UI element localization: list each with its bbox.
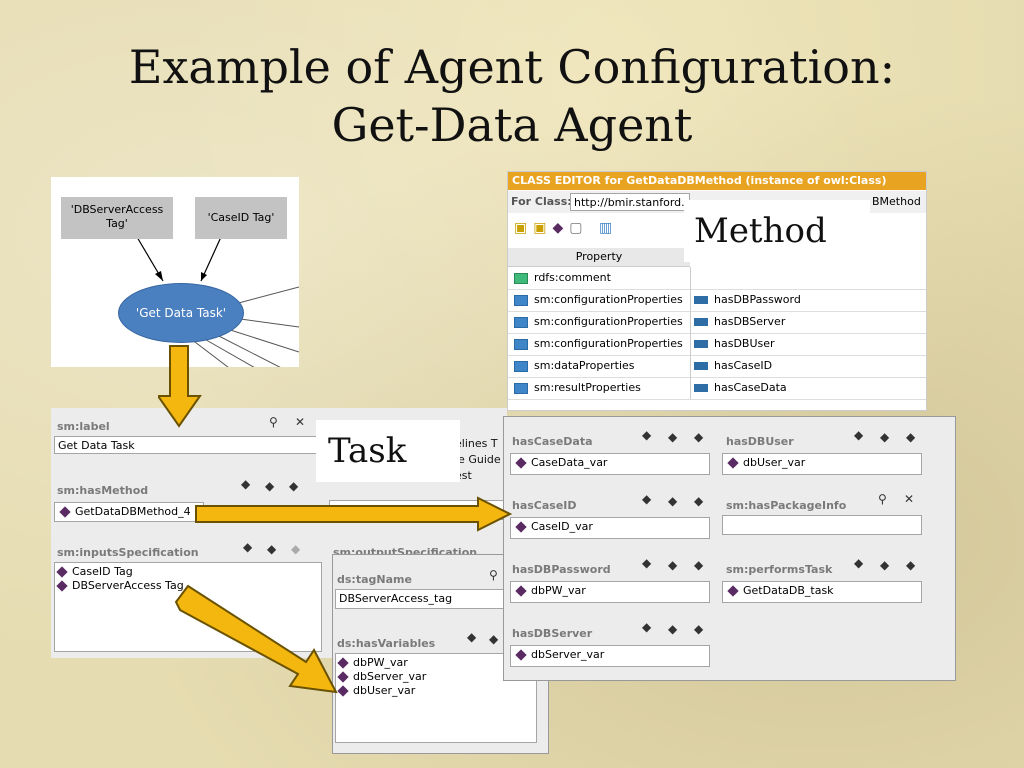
close-icon[interactable]: ✕ [295, 415, 306, 429]
create-class-icon[interactable]: ▣ [514, 220, 534, 236]
remove-value-icon[interactable]: ◆ [694, 430, 704, 444]
create-instance-icon[interactable]: ◆ [642, 428, 652, 442]
has-db-user-title: hasDBUser [726, 435, 794, 448]
add-value-icon[interactable]: ◆ [880, 558, 890, 572]
list-item[interactable]: dbPW_var [336, 656, 536, 670]
create-instance-icon[interactable]: ◆ [243, 540, 253, 554]
remove-value-icon[interactable]: ◆ [694, 494, 704, 508]
remove-value-icon[interactable]: ◆ [289, 479, 299, 493]
has-db-server-field[interactable]: dbServer_var [510, 645, 710, 667]
slide-title: Example of Agent Configuration: Get-Data… [0, 38, 1024, 154]
search-icon[interactable]: ⚲ [269, 415, 278, 429]
has-variables-title: ds:hasVariables [337, 637, 436, 650]
remove-value-icon[interactable]: ◆ [694, 558, 704, 572]
title-line-1: Example of Agent Configuration: [128, 40, 896, 94]
performs-task-title: sm:performsTask [726, 563, 833, 576]
has-db-user-field[interactable]: dbUser_var [722, 453, 922, 475]
view-icon[interactable]: ▥ [598, 220, 619, 236]
create-instance-icon[interactable]: ◆ [854, 428, 864, 442]
list-item[interactable]: CaseID Tag [55, 565, 321, 579]
remove-value-icon[interactable]: ◆ [694, 622, 704, 636]
instance-icon [59, 506, 71, 518]
delete-icon[interactable]: ▢ [569, 220, 589, 236]
list-item[interactable]: dbServer_var [336, 670, 536, 684]
label-title: sm:label [57, 420, 110, 433]
has-package-info-title: sm:hasPackageInfo [726, 499, 847, 512]
add-value-icon[interactable]: ◆ [267, 542, 277, 556]
has-db-server-title: hasDBServer [512, 627, 593, 640]
list-item[interactable]: dbUser_var [336, 684, 536, 698]
create-instance-icon[interactable]: ◆ [642, 620, 652, 634]
create-instance-icon[interactable]: ◆ [241, 477, 251, 491]
inputs-spec-title: sm:inputsSpecification [57, 546, 199, 559]
create-subclass-icon[interactable]: ▣ [533, 220, 553, 236]
method-label: Method [684, 200, 870, 262]
add-value-icon[interactable]: ◆ [880, 430, 890, 444]
add-instance-icon[interactable]: ◆ [552, 220, 570, 236]
has-case-data-field[interactable]: CaseData_var [510, 453, 710, 475]
add-value-icon[interactable]: ◆ [668, 430, 678, 444]
has-package-info-field[interactable] [722, 515, 922, 535]
class-editor-toolbar[interactable]: ▣▣◆▢ ▥ [514, 220, 618, 236]
remove-value-icon[interactable]: ◆ [906, 558, 916, 572]
add-value-icon[interactable]: ◆ [668, 494, 678, 508]
arrow-method-to-caseid [195, 496, 513, 532]
column-header-property[interactable]: Property [508, 248, 690, 267]
has-db-password-field[interactable]: dbPW_var [510, 581, 710, 603]
create-instance-icon[interactable]: ◆ [642, 492, 652, 506]
performs-task-field[interactable]: GetDataDB_task [722, 581, 922, 603]
add-value-icon[interactable]: ◆ [668, 622, 678, 636]
label-field[interactable]: Get Data Task [54, 436, 320, 454]
arrow-input-to-variables [174, 584, 338, 694]
list-item[interactable]: DBServerAccess Tag [55, 579, 321, 593]
tag-name-field[interactable]: DBServerAccess_tag [335, 589, 513, 609]
task-graph-panel: 'DBServerAccess Tag' 'CaseID Tag' 'Get D… [51, 177, 299, 367]
node-get-data-task[interactable]: 'Get Data Task' [118, 283, 244, 343]
add-value-icon[interactable]: ◆ [668, 558, 678, 572]
node-caseid-tag[interactable]: 'CaseID Tag' [195, 197, 287, 239]
title-line-2: Get-Data Agent [331, 98, 693, 152]
remove-value-icon[interactable]: ◆ [291, 542, 301, 556]
has-case-data-title: hasCaseData [512, 435, 593, 448]
task-form-panel: sm:label ⚲ ✕ Get Data Task sm:hasMethod … [51, 408, 329, 658]
class-editor-header: CLASS EDITOR for GetDataDBMethod (instan… [508, 172, 926, 190]
close-icon[interactable]: ✕ [904, 492, 915, 506]
has-case-id-field[interactable]: CaseID_var [510, 517, 710, 539]
search-icon[interactable]: ⚲ [878, 492, 887, 506]
create-instance-icon[interactable]: ◆ [467, 630, 477, 644]
graph-edges [136, 236, 299, 367]
has-case-id-title: hasCaseID [512, 499, 577, 512]
has-method-title: sm:hasMethod [57, 484, 149, 497]
create-instance-icon[interactable]: ◆ [854, 556, 864, 570]
add-value-icon[interactable]: ◆ [489, 632, 499, 646]
has-db-password-title: hasDBPassword [512, 563, 611, 576]
for-class-field[interactable]: http://bmir.stanford.e [570, 193, 690, 211]
create-instance-icon[interactable]: ◆ [642, 556, 652, 570]
method-form-panel: hasCaseData ◆ ◆ ◆ CaseData_var hasDBUser… [503, 416, 956, 681]
tag-name-title: ds:tagName [337, 573, 412, 586]
background-text: elines T le Guide est [455, 437, 501, 482]
table-row[interactable]: rdfs:comment [508, 267, 926, 290]
has-method-field[interactable]: GetDataDBMethod_4 [54, 502, 204, 522]
add-value-icon[interactable]: ◆ [265, 479, 275, 493]
task-label: Task [316, 420, 460, 482]
node-dbserver-access-tag[interactable]: 'DBServerAccess Tag' [61, 197, 173, 239]
remove-value-icon[interactable]: ◆ [906, 430, 916, 444]
arrow-graph-to-task [158, 345, 202, 428]
search-icon[interactable]: ⚲ [489, 568, 498, 582]
